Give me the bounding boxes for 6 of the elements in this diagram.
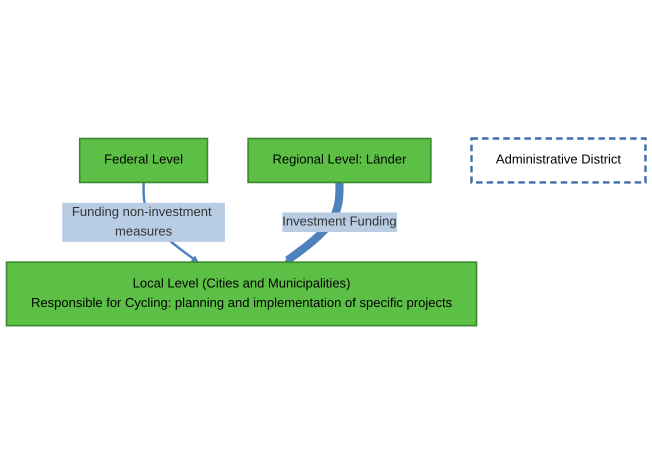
- edge-label: Investment Funding: [282, 214, 397, 229]
- node-box: Regional Level: Länder: [247, 138, 432, 184]
- node-box: Administrative District: [470, 137, 647, 184]
- node-box: Local Level (Cities and Municipalities) Responsible for Cycling: planning and implementation of specific projects: [6, 261, 478, 326]
- node-box: Federal Level: [78, 138, 208, 184]
- edge-label: Funding non-investment measures: [72, 205, 212, 239]
